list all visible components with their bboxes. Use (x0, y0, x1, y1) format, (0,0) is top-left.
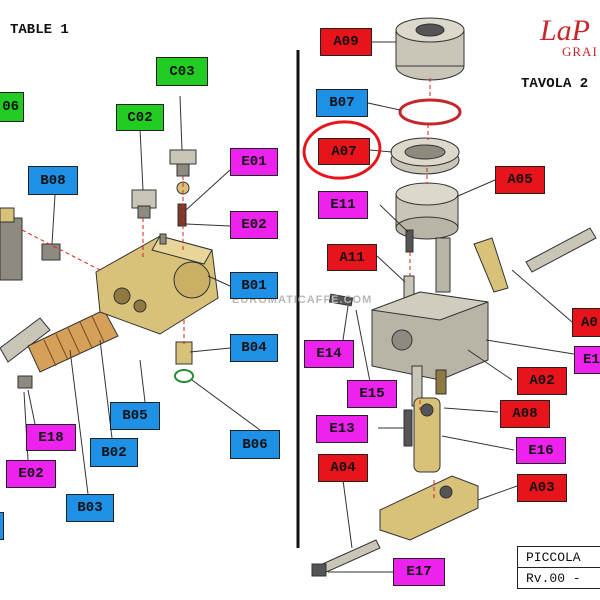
label-b01: B01 (230, 272, 278, 299)
part-group-block (371, 291, 489, 407)
part-valve-c03 (169, 149, 197, 195)
label-left-edge-partial (0, 512, 4, 540)
brand-logo: LaP (540, 14, 591, 47)
label-e11: E11 (318, 191, 368, 219)
part-pin-right (473, 227, 597, 293)
label-a09: A09 (320, 28, 372, 56)
part-rod-left (0, 317, 51, 363)
label-a02: A02 (517, 367, 567, 395)
label-b02: B02 (90, 438, 138, 467)
part-fitting-e18 (17, 375, 33, 389)
label-a0-partial: A0 (572, 308, 600, 337)
label-a07: A07 (318, 138, 370, 165)
label-b04: B04 (230, 334, 278, 362)
exploded-axis-right (409, 78, 435, 500)
highlight-circle-a07 (302, 120, 382, 180)
label-b08: B08 (28, 166, 78, 195)
part-lever-a08 (413, 369, 447, 473)
part-ring-nut-a09 (395, 17, 465, 81)
part-oring-b07 (398, 98, 462, 126)
label-a11: A11 (327, 244, 377, 271)
part-filter-a07 (390, 137, 460, 175)
label-e18: E18 (26, 424, 76, 451)
part-bolt-e13 (403, 409, 413, 447)
label-c03: C03 (156, 57, 208, 86)
label-e16: E16 (516, 437, 566, 464)
label-e13: E13 (316, 415, 368, 443)
label-a03: A03 (517, 474, 567, 502)
leader-lines-right (328, 41, 575, 573)
label-b07: B07 (316, 89, 368, 117)
part-small-screw (159, 233, 167, 245)
title-block-name: PICCOLA (517, 546, 600, 568)
label-e1-partial: E1 (574, 346, 600, 374)
part-piston-a05 (395, 182, 459, 240)
part-main-body (95, 235, 219, 335)
label-e14: E14 (304, 340, 354, 368)
part-screw-e17 (311, 563, 327, 577)
part-screw-e11 (405, 229, 414, 253)
label-b06: B06 (230, 430, 280, 459)
part-spring-cartridge (27, 309, 119, 373)
label-e01: E01 (230, 148, 278, 176)
part-valve-c02 (131, 189, 157, 219)
label-e17: E17 (393, 558, 445, 586)
label-a05: A05 (495, 166, 545, 194)
label-c02: C02 (116, 104, 164, 131)
part-fitting-b05 (174, 341, 194, 383)
label-06-partial: 06 (0, 92, 24, 122)
label-a08: A08 (500, 400, 550, 428)
exploded-axis-left (21, 176, 185, 344)
label-e15: E15 (347, 380, 397, 408)
part-arm-a03 (379, 475, 479, 541)
label-b05: B05 (110, 402, 160, 430)
label-e02-top: E02 (230, 211, 278, 239)
part-fitting-b08 (41, 243, 61, 261)
label-a04: A04 (318, 454, 368, 482)
label-b03: B03 (66, 494, 114, 522)
label-e02-bottom: E02 (6, 460, 56, 488)
part-bolt-e14 (328, 293, 354, 307)
part-screw-e01 (177, 203, 187, 227)
part-left-edge-block (0, 207, 23, 281)
part-pin-a04 (317, 539, 381, 575)
title-block-revision: Rv.00 - (517, 567, 600, 589)
table-1-title: TABLE 1 (10, 22, 69, 38)
table-2-title: TAVOLA 2 (521, 76, 589, 92)
brand-logo-sub: GRAI (562, 44, 598, 59)
